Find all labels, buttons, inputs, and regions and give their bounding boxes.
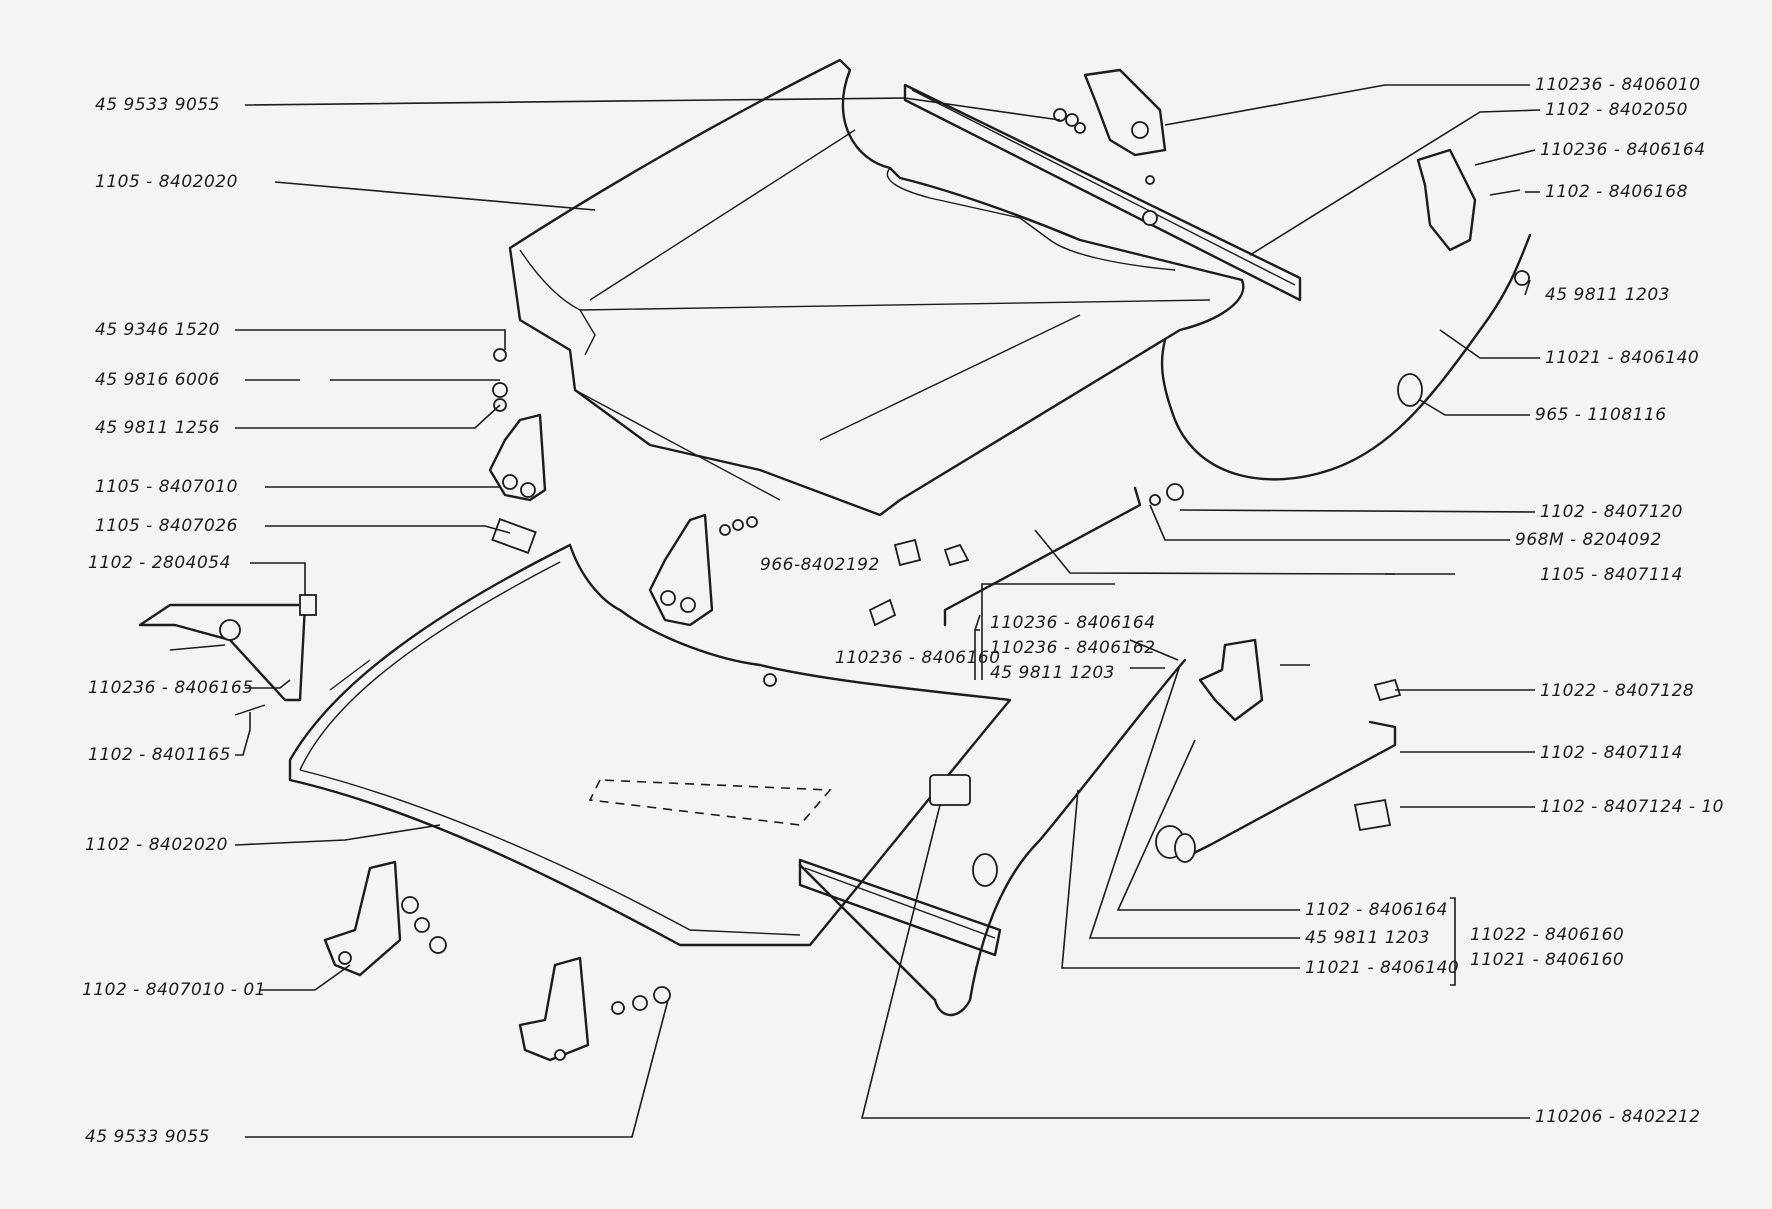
seal-strip-lower	[798, 858, 1002, 957]
part-number-labels: 45 9533 9055 1105 - 8402020 45 9346 1520…	[82, 75, 1724, 1147]
label-l01: 45 9533 9055	[95, 95, 220, 115]
label-l13: 45 9533 9055	[85, 1127, 210, 1147]
seal-strip-upper	[903, 83, 1302, 302]
label-l24: 966-8402192	[760, 555, 880, 575]
label-l34: 11021 - 8406140	[1305, 958, 1459, 978]
label-l11: 1102 - 8402020	[85, 835, 228, 855]
label-l21: 1102 - 8407120	[1540, 502, 1683, 522]
label-l23: 1105 - 8407114	[1540, 565, 1683, 585]
hood-prop-bracket	[138, 594, 317, 716]
label-l37: 110206 - 8402212	[1535, 1107, 1701, 1127]
label-l16: 110236 - 8406164	[1540, 140, 1706, 160]
leader-lines	[234, 84, 1541, 1138]
label-l28: 110236 - 8406160	[835, 648, 1001, 668]
label-l35: 11022 - 8406160	[1470, 925, 1624, 945]
label-l19: 11021 - 8406140	[1545, 348, 1699, 368]
label-l09: 110236 - 8406165	[88, 678, 254, 698]
release-cable-lower	[798, 658, 1187, 1017]
label-l14: 110236 - 8406010	[1535, 75, 1701, 95]
label-l32: 1102 - 8406164	[1305, 900, 1448, 920]
label-l10: 1102 - 8401165	[88, 745, 231, 765]
release-lever	[1198, 638, 1310, 722]
label-l17: 1102 - 8406168	[1545, 182, 1688, 202]
label-l02: 1105 - 8402020	[95, 172, 238, 192]
release-cable-upper	[1160, 233, 1532, 481]
label-l07: 1105 - 8407026	[95, 516, 238, 536]
label-l20: 965 - 1108116	[1535, 405, 1667, 425]
label-l22: 968M - 8204092	[1515, 530, 1662, 550]
upper-hood-panel	[508, 58, 1245, 517]
label-l30: 1102 - 8407114	[1540, 743, 1683, 763]
label-l25: 110236 - 8406164	[990, 613, 1156, 633]
small-fasteners	[492, 175, 1402, 832]
label-l27: 45 9811 1203	[990, 663, 1115, 683]
lower-hood-panel	[288, 543, 1012, 947]
upper-hinge-left	[488, 413, 547, 554]
label-l29: 11022 - 8407128	[1540, 681, 1694, 701]
label-l12: 1102 - 8407010 - 01	[82, 980, 266, 1000]
lower-hinge-right	[518, 956, 671, 1062]
label-l03: 45 9346 1520	[95, 320, 220, 340]
latch-bracket-right	[1416, 148, 1521, 252]
support-rod-lower	[1155, 720, 1397, 863]
label-l33: 45 9811 1203	[1305, 928, 1430, 948]
upper-latch	[1053, 68, 1167, 157]
upper-hinge-right	[648, 513, 714, 627]
label-l08: 1102 - 2804054	[88, 553, 231, 573]
lower-hinge-left	[323, 860, 447, 977]
label-l31: 1102 - 8407124 - 10	[1540, 797, 1724, 817]
label-l05: 45 9811 1256	[95, 418, 220, 438]
label-l26: 110236 - 8406162	[990, 638, 1156, 658]
label-l06: 1105 - 8407010	[95, 477, 238, 497]
label-l36: 11021 - 8406160	[1470, 950, 1624, 970]
label-l18: 45 9811 1203	[1545, 285, 1670, 305]
support-rod-upper	[943, 483, 1184, 627]
label-l15: 1102 - 8402050	[1545, 100, 1688, 120]
label-l04: 45 9816 6006	[95, 370, 220, 390]
